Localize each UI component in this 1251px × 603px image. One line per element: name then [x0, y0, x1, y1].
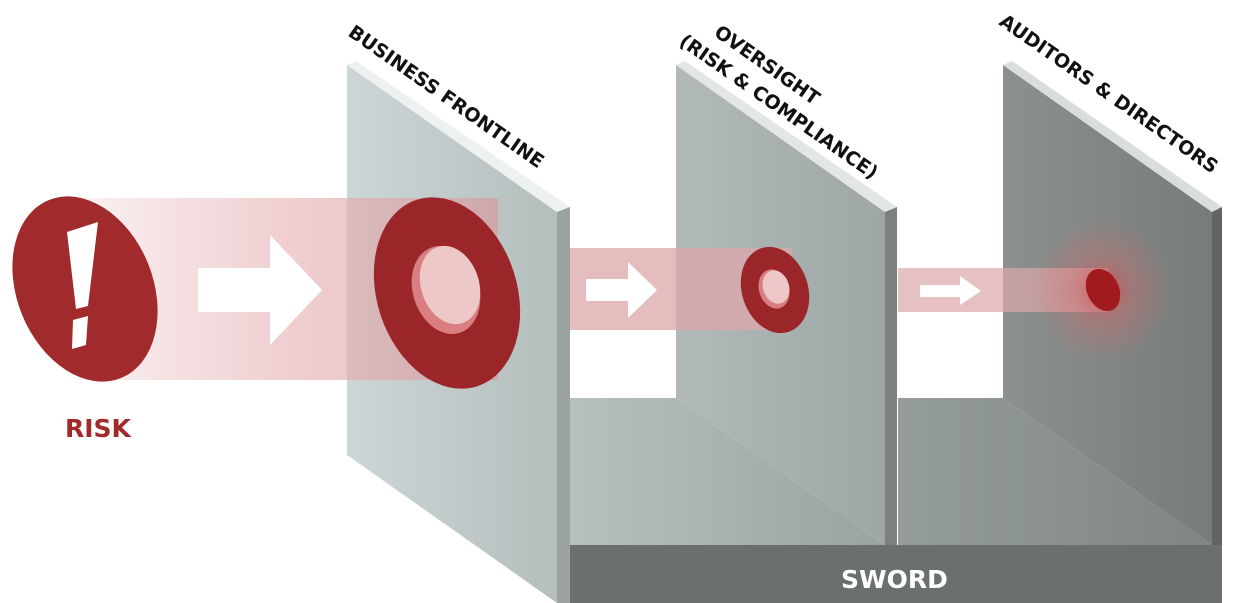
wall-2-side [885, 207, 897, 545]
risk-label: RISK [65, 414, 133, 443]
impact-dot [1085, 268, 1121, 312]
exclamation-icon [67, 222, 98, 349]
floor-segment-2 [898, 398, 1212, 545]
base-label: SWORD [841, 565, 948, 594]
wall-3-top [1003, 61, 1222, 212]
wall-3-impact [1031, 215, 1175, 365]
hole-2-opening [762, 270, 790, 304]
hole-1-opening [419, 245, 481, 325]
wall-2-top [676, 61, 897, 212]
base-front [557, 545, 1222, 603]
wall-1-side [557, 207, 570, 603]
wall-2-hole [740, 246, 810, 334]
risk-token [12, 196, 158, 382]
wall-3-side [1212, 207, 1222, 545]
right-arrow-icon [586, 262, 657, 318]
floor-segment-1 [570, 398, 885, 545]
wall-1-hole [373, 197, 521, 389]
right-arrow-icon [198, 235, 322, 345]
wall-1-top [347, 61, 570, 212]
flow-arrows [198, 235, 981, 345]
right-arrow-icon [920, 276, 981, 305]
